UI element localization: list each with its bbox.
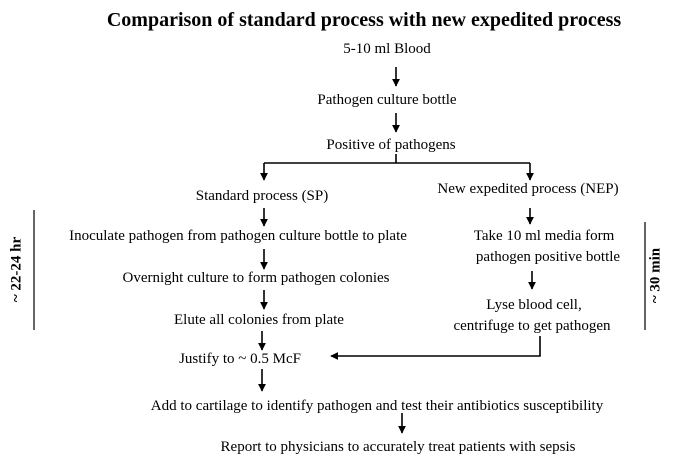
diagram-title: Comparison of standard process with new … bbox=[106, 9, 622, 31]
sp-step-elute: Elute all colonies from plate bbox=[174, 312, 344, 328]
nep-timing-label: ~ 30 min bbox=[647, 247, 664, 304]
step-positive: Positive of pathogens bbox=[326, 137, 456, 153]
step-add-cartilage: Add to cartilage to identify pathogen an… bbox=[150, 398, 604, 414]
nep-step-lyse-line2: centrifuge to get pathogen bbox=[453, 318, 611, 334]
step-justify: Justify to ~ 0.5 McF bbox=[179, 351, 301, 367]
step-culture-bottle: Pathogen culture bottle bbox=[317, 92, 457, 108]
sp-step-inoculate: Inoculate pathogen from pathogen culture… bbox=[69, 228, 407, 244]
nep-step-lyse-line1: Lyse blood cell, bbox=[486, 297, 582, 313]
arrow-nep2-to-justify bbox=[330, 336, 541, 360]
sp-header: Standard process (SP) bbox=[195, 188, 329, 204]
step-report: Report to physicians to accurately treat… bbox=[220, 439, 576, 455]
nep-step-take-media-line1: Take 10 ml media form bbox=[473, 228, 615, 244]
sp-step-overnight: Overnight culture to form pathogen colon… bbox=[122, 270, 390, 286]
nep-header: New expedited process (NEP) bbox=[437, 181, 619, 197]
step-blood: 5-10 ml Blood bbox=[343, 41, 431, 57]
sp-timing-label: ~ 22-24 hr bbox=[8, 236, 25, 303]
nep-step-take-media-line2: pathogen positive bottle bbox=[475, 249, 621, 265]
